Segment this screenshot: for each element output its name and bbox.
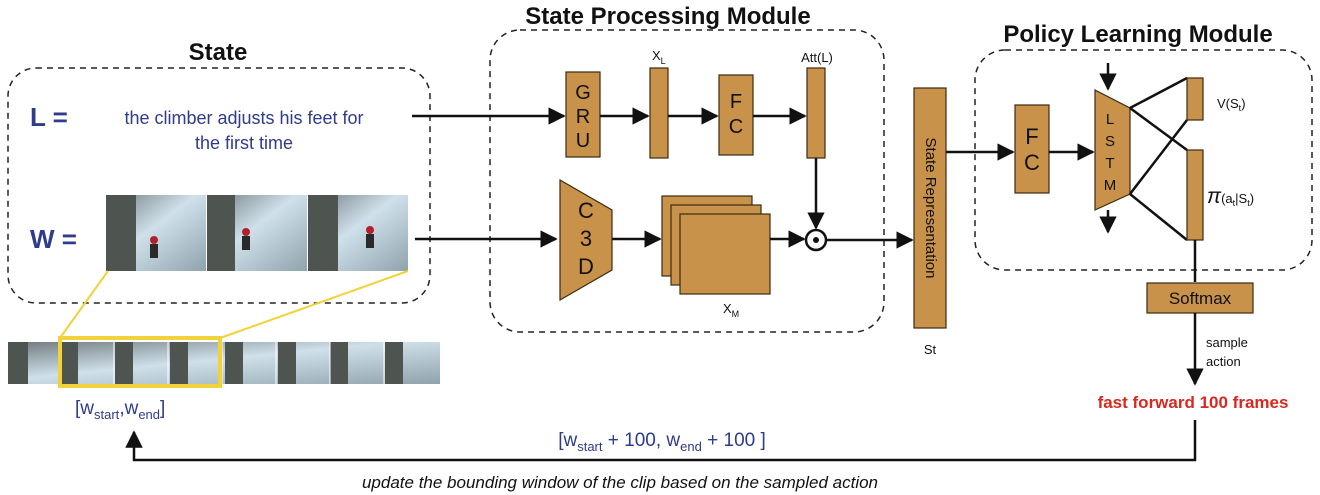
svg-text:3: 3 <box>580 226 592 251</box>
att-label: Att(L) <box>801 50 833 65</box>
svg-text:D: D <box>578 254 594 279</box>
st-label: St <box>924 342 937 357</box>
policy-fc-block: F C <box>1014 104 1050 194</box>
selected-window-highlight <box>58 336 222 388</box>
state-container <box>7 67 431 304</box>
svg-text:C: C <box>1024 150 1040 175</box>
action-text: fast forward 100 frames <box>1098 393 1289 412</box>
policy-label: π(at|St) <box>1207 185 1254 208</box>
gru-block: G R U <box>565 71 601 158</box>
value-head <box>1186 77 1204 121</box>
frame-image <box>207 195 307 271</box>
elementwise-product-icon <box>804 228 828 252</box>
w-prefix: W = <box>30 224 77 254</box>
frame-image <box>106 195 206 271</box>
sample-label-line1: sample <box>1206 335 1248 350</box>
video-film-strip <box>8 342 440 384</box>
att-vector <box>806 67 826 159</box>
svg-text:M: M <box>1104 177 1117 194</box>
svg-text:G: G <box>575 82 591 104</box>
svg-text:U: U <box>576 130 590 152</box>
frame-image <box>308 195 408 271</box>
xl-vector <box>649 67 669 159</box>
xm-label: XM <box>723 301 739 319</box>
highlight-connector-right <box>219 270 409 339</box>
c3d-block: C 3 D <box>559 178 613 302</box>
policy-learning-title: Policy Learning Module <box>1003 21 1272 48</box>
svg-text:T: T <box>1105 155 1114 172</box>
window-frames <box>106 195 408 271</box>
policy-head <box>1186 149 1204 241</box>
value-label: V(St) <box>1217 96 1246 113</box>
svg-text:F: F <box>1025 124 1038 149</box>
state-representation-bar <box>913 87 947 329</box>
l-text-line2: the first time <box>195 133 293 153</box>
sample-label-line2: action <box>1206 354 1241 369</box>
l-prefix: L = <box>30 102 68 132</box>
feedback-loop-arrow <box>125 420 1197 462</box>
state-processing-container <box>489 29 885 333</box>
svg-text:R: R <box>576 106 590 128</box>
l-text-line1: the climber adjusts his feet for <box>124 108 363 128</box>
svg-text:C: C <box>729 116 743 138</box>
svg-text:L: L <box>1106 111 1114 128</box>
update-caption: update the bounding window of the clip b… <box>362 473 878 492</box>
window-label: [wstart,wend] <box>75 398 165 422</box>
svg-text:F: F <box>730 91 742 113</box>
state-representation-label: State Representation <box>922 138 939 279</box>
xl-label: XL <box>652 48 666 66</box>
lstm-block: L S T M <box>1094 89 1131 211</box>
policy-learning-container <box>974 49 1313 271</box>
state-title: State <box>189 39 248 66</box>
lstm-head-connections <box>1129 76 1188 241</box>
xm-feature-maps <box>661 195 771 295</box>
softmax-label: Softmax <box>1169 289 1232 308</box>
fc-block: F C <box>718 74 754 156</box>
state-processing-title: State Processing Module <box>525 3 810 30</box>
svg-text:S: S <box>1105 133 1115 150</box>
svg-text:C: C <box>578 198 594 223</box>
update-formula: [wstart + 100, wend + 100 ] <box>558 430 766 454</box>
softmax-block: Softmax <box>1146 282 1254 314</box>
highlight-connector-left <box>59 270 109 339</box>
